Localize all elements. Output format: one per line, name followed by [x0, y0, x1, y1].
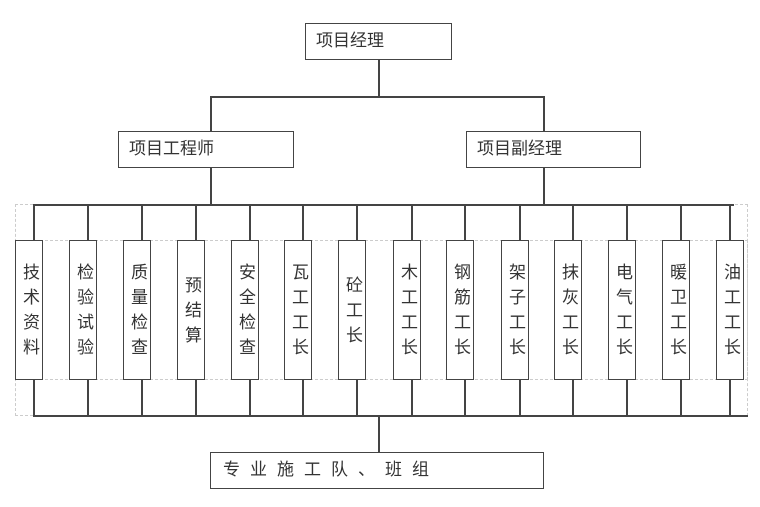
deputy-manager-box: 项目副经理 — [466, 131, 641, 168]
bottom-bus-line — [33, 415, 748, 417]
department-box: 瓦工工长 — [284, 240, 312, 380]
connector-line — [729, 380, 731, 416]
department-label: 架子工长 — [505, 263, 525, 363]
department-label: 检验试验 — [73, 263, 93, 363]
connector-line — [572, 204, 574, 240]
department-label: 砼工长 — [342, 275, 362, 351]
connector-line — [141, 204, 143, 240]
connector-line — [729, 204, 731, 240]
department-label: 木工工长 — [397, 263, 417, 363]
department-label: 瓦工工长 — [288, 263, 308, 363]
project-engineer-box: 项目工程师 — [118, 131, 294, 168]
top-bus-line — [33, 204, 734, 206]
department-box: 质量检查 — [123, 240, 151, 380]
department-label: 钢筋工长 — [450, 263, 470, 363]
project-manager-box: 项目经理 — [305, 23, 452, 60]
connector-line — [302, 380, 304, 416]
connector-line — [210, 96, 544, 98]
connector-line — [572, 380, 574, 416]
connector-line — [378, 415, 380, 453]
department-box: 安全检查 — [231, 240, 259, 380]
connector-line — [356, 204, 358, 240]
connector-line — [195, 380, 197, 416]
department-box: 钢筋工长 — [446, 240, 474, 380]
department-box: 木工工长 — [393, 240, 421, 380]
connector-line — [411, 204, 413, 240]
connector-line — [356, 380, 358, 416]
connector-line — [626, 204, 628, 240]
department-label: 预结算 — [181, 275, 201, 351]
department-box: 砼工长 — [338, 240, 366, 380]
department-box: 电气工长 — [608, 240, 636, 380]
connector-line — [87, 380, 89, 416]
connector-line — [464, 380, 466, 416]
project-manager-label: 项目经理 — [316, 31, 384, 51]
connector-line — [33, 380, 35, 416]
connector-line — [519, 204, 521, 240]
department-box: 暖卫工长 — [662, 240, 690, 380]
department-label: 电气工长 — [612, 263, 632, 363]
connector-line — [378, 59, 380, 97]
connector-line — [302, 204, 304, 240]
department-label: 抹灰工长 — [558, 263, 578, 363]
connector-line — [249, 380, 251, 416]
deputy-manager-label: 项目副经理 — [477, 139, 562, 159]
construction-teams-label: 专业施工队、班组 — [223, 460, 439, 480]
connector-line — [87, 204, 89, 240]
connector-line — [195, 204, 197, 240]
project-engineer-label: 项目工程师 — [129, 139, 214, 159]
department-box: 抹灰工长 — [554, 240, 582, 380]
connector-line — [33, 204, 35, 240]
department-label: 油工工长 — [720, 263, 740, 363]
department-box: 油工工长 — [716, 240, 744, 380]
department-label: 技术资料 — [19, 263, 39, 363]
department-box: 检验试验 — [69, 240, 97, 380]
connector-line — [141, 380, 143, 416]
department-box: 预结算 — [177, 240, 205, 380]
department-label: 安全检查 — [235, 263, 255, 363]
connector-line — [249, 204, 251, 240]
connector-line — [680, 204, 682, 240]
department-box: 技术资料 — [15, 240, 43, 380]
connector-line — [519, 380, 521, 416]
connector-line — [464, 204, 466, 240]
connector-line — [411, 380, 413, 416]
department-label: 暖卫工长 — [666, 263, 686, 363]
department-label: 质量检查 — [127, 263, 147, 363]
department-box: 架子工长 — [501, 240, 529, 380]
connector-line — [680, 380, 682, 416]
connector-line — [626, 380, 628, 416]
construction-teams-box: 专业施工队、班组 — [210, 452, 544, 489]
